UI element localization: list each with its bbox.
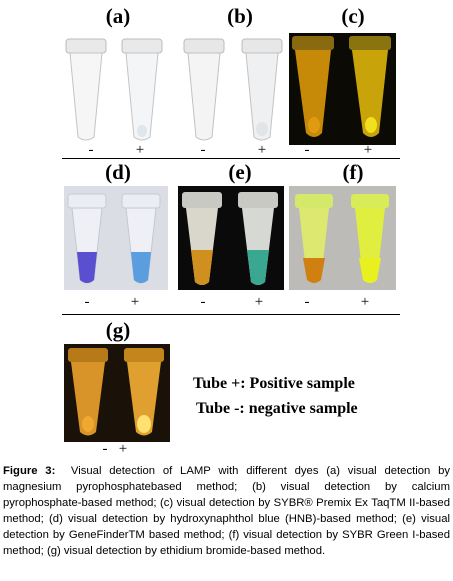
tube-photo-d bbox=[64, 186, 168, 290]
tube-photo-e bbox=[178, 186, 284, 290]
sign-plus-g: + bbox=[118, 441, 128, 457]
tube-photo-g bbox=[64, 344, 170, 442]
sign-minus-b: - bbox=[200, 142, 206, 158]
legend-negative: Tube -: negative sample bbox=[196, 400, 358, 417]
sign-plus-f: + bbox=[360, 294, 370, 310]
panel-label-c: (c) bbox=[341, 4, 365, 28]
caption-text: Visual detection of LAMP with different … bbox=[3, 465, 451, 557]
panel-label-e: (e) bbox=[228, 160, 252, 184]
sign-minus-a: - bbox=[88, 142, 94, 158]
row-divider-2 bbox=[62, 314, 400, 315]
tube-photo-c bbox=[289, 33, 396, 145]
sign-plus-c: + bbox=[363, 142, 373, 158]
tube-photo-a bbox=[62, 33, 167, 145]
figure-caption: Figure 3: Visual detection of LAMP with … bbox=[3, 463, 450, 559]
panel-label-g: (g) bbox=[105, 318, 131, 342]
sign-minus-g: - bbox=[102, 441, 108, 457]
sign-minus-c: - bbox=[304, 142, 310, 158]
sign-plus-a: + bbox=[135, 142, 145, 158]
legend-positive: Tube +: Positive sample bbox=[193, 375, 355, 392]
panel-label-d: (d) bbox=[105, 160, 131, 184]
caption-label: Figure 3: bbox=[3, 465, 56, 477]
tube-photo-f bbox=[289, 186, 396, 290]
tube-photo-b bbox=[180, 33, 287, 145]
row-divider-1 bbox=[62, 158, 400, 159]
panel-label-f: (f) bbox=[342, 160, 364, 184]
sign-plus-b: + bbox=[257, 142, 267, 158]
panel-label-a: (a) bbox=[105, 4, 131, 28]
sign-plus-e: + bbox=[254, 294, 264, 310]
sign-plus-d: + bbox=[130, 294, 140, 310]
panel-label-b: (b) bbox=[227, 4, 253, 28]
sign-minus-f: - bbox=[304, 294, 310, 310]
sign-minus-d: - bbox=[84, 294, 90, 310]
sign-minus-e: - bbox=[200, 294, 206, 310]
